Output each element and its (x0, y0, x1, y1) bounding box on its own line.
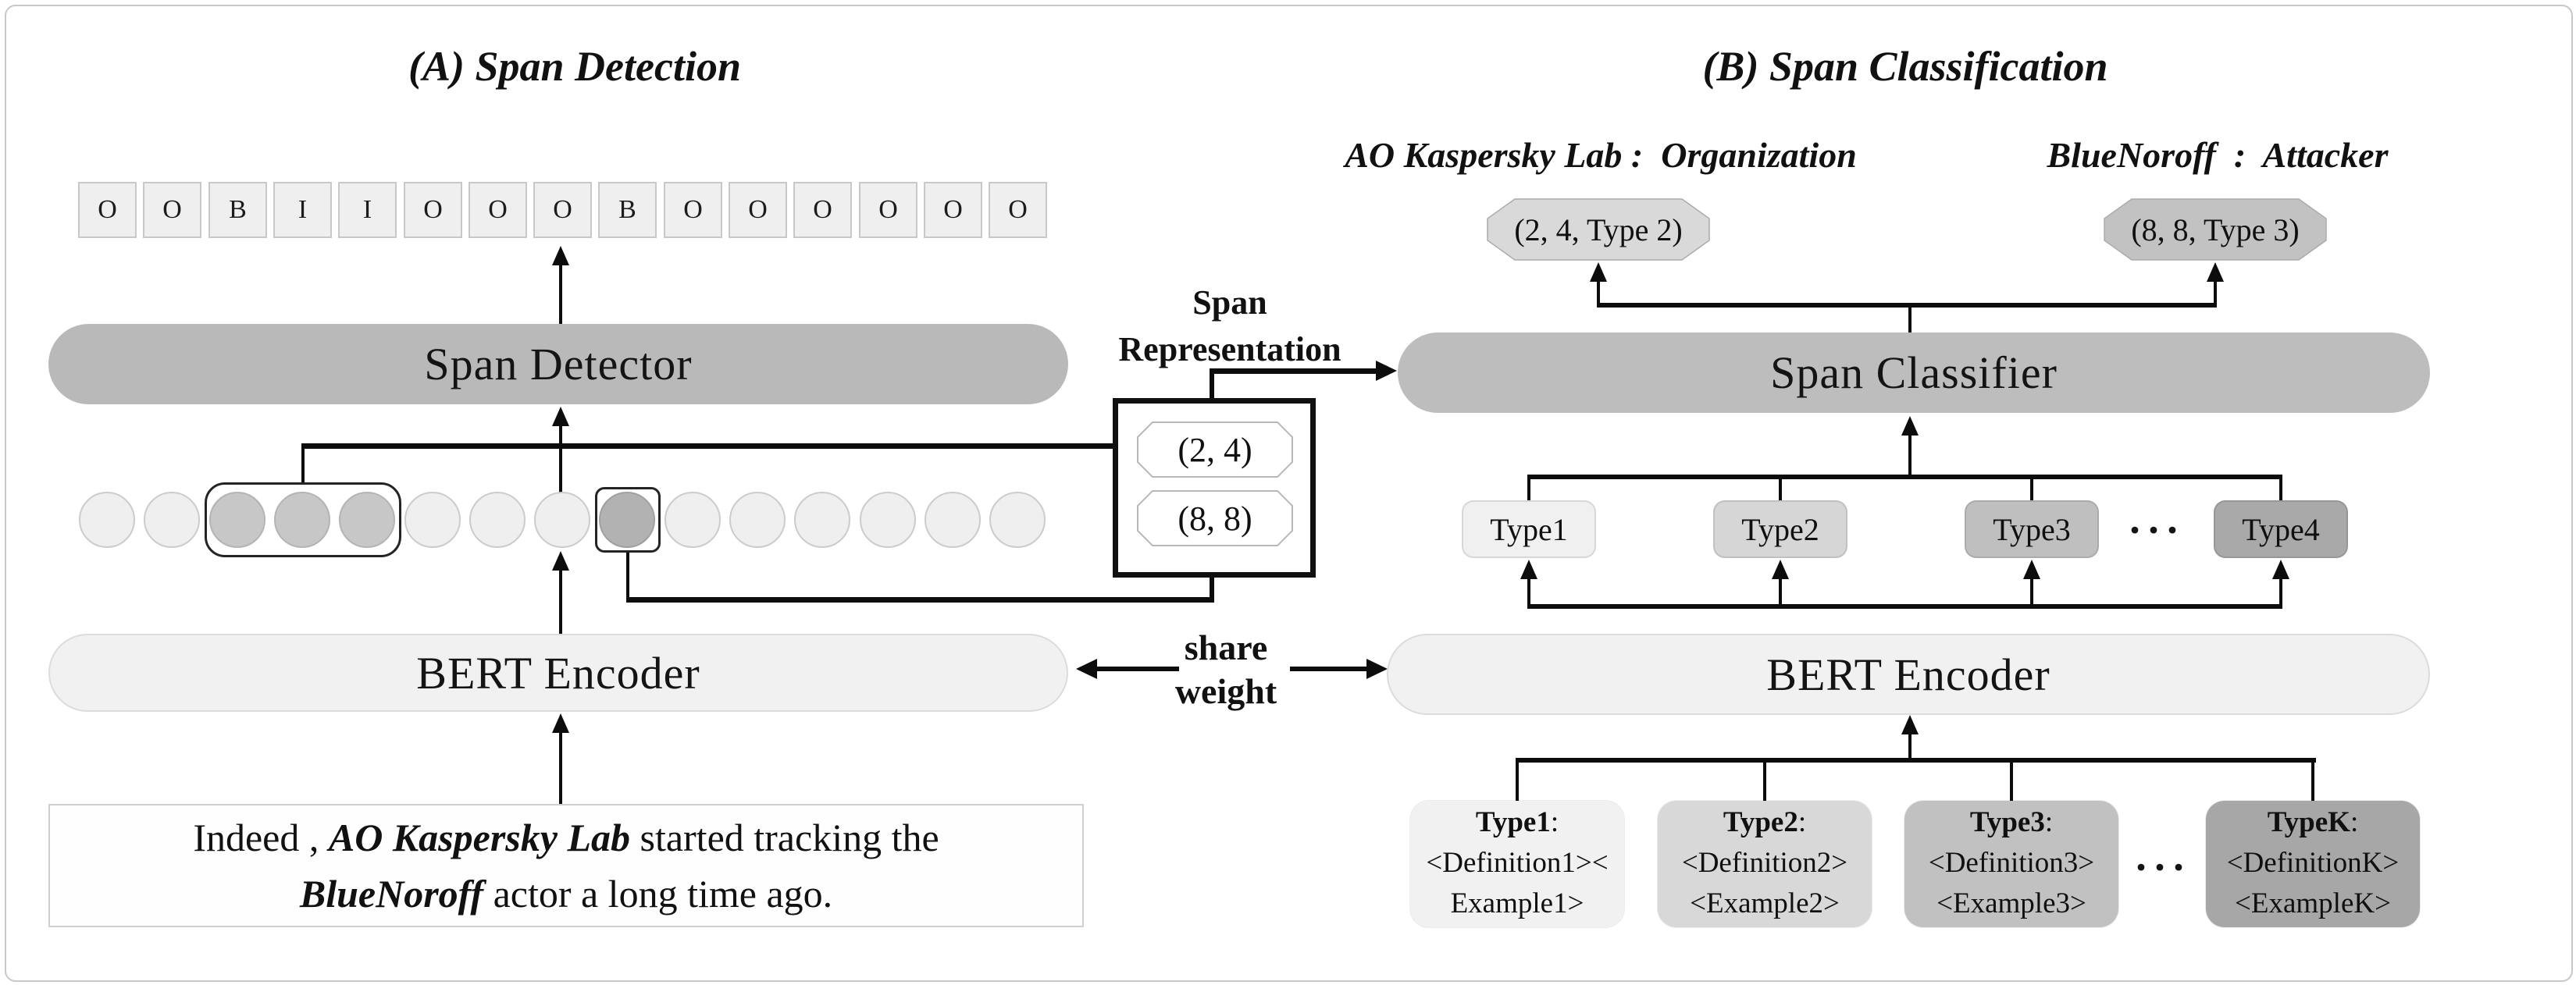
span-tuple-octagon: (2, 4) (1137, 421, 1293, 478)
prediction-organization: AO Kaspersky Lab : Organization (1345, 135, 1857, 175)
bio-tag-cell: O (143, 182, 201, 238)
type-label-box: Type2 (1713, 500, 1847, 558)
bio-tag-cell: O (793, 182, 852, 238)
bert-encoder-right-label: BERT Encoder (1766, 649, 2050, 700)
bert-encoder-left-label: BERT Encoder (416, 647, 700, 699)
share-weight-arrow-right (1366, 659, 1388, 679)
token-embedding-circle (664, 492, 721, 548)
sentence-line-2: BlueNoroff actor a long time ago. (299, 872, 833, 916)
entity-bluenoroff: BlueNoroff (299, 872, 484, 916)
arrow-sentence-to-bert (552, 713, 569, 733)
panel-a-title: (A) Span Detection (408, 43, 741, 90)
type-label-box: Type3 (1965, 500, 2099, 558)
type-definition-box: Type1: <Definition1>< Example1> (1410, 801, 1624, 927)
token-embedding-circle (925, 492, 981, 548)
bio-tag-cell: O (989, 182, 1047, 238)
detected-span-outline-88 (595, 487, 661, 553)
type-definition-box: Type2: <Definition2> <Example2> (1658, 801, 1872, 927)
rep-to-classifier-connector (1210, 373, 1214, 398)
bio-tag-cell: I (338, 182, 397, 238)
token-embedding-circle (274, 492, 330, 548)
token-embedding-circle (794, 492, 850, 548)
bio-tag-cell: I (273, 182, 332, 238)
arrow-bert-to-type (2272, 560, 2289, 579)
figure-border (5, 5, 2573, 982)
arrow-bert-to-type (1520, 560, 1537, 579)
span-result-hexagon: (2, 4, Type 2) (1487, 198, 1710, 261)
span-representation-label: Span Representation (1118, 283, 1341, 368)
type-definition-box: Type3: <Definition3> <Example3> (1904, 801, 2118, 927)
span-tuple-octagon: (8, 8) (1137, 490, 1293, 546)
arrow-defs-to-bert (1901, 715, 1919, 734)
type-row-ellipsis: ··· (2127, 507, 2185, 553)
span-result-hexagon: (8, 8, Type 3) (2104, 198, 2327, 261)
classifier-output-fan (1597, 303, 2217, 308)
token-embedding-circle (989, 492, 1046, 548)
type-fan-upper (1527, 475, 2282, 479)
type-label-box: Type4 (2214, 500, 2348, 558)
definition-row-ellipsis: ··· (2133, 844, 2191, 891)
arrow-to-result-hexagon-1 (1590, 262, 1607, 282)
bert-encoder-left-bar: BERT Encoder (48, 634, 1068, 712)
bio-tag-cell: O (404, 182, 462, 238)
token-embedding-circle (534, 492, 590, 548)
type-fan-lower (1527, 604, 2282, 609)
bert-encoder-right-bar: BERT Encoder (1387, 634, 2430, 715)
token-embedding-circle (729, 492, 786, 548)
span88-connector (626, 553, 629, 601)
bio-tag-cell: O (664, 182, 722, 238)
bio-tag-cell: O (469, 182, 527, 238)
arrow-bert-to-type (2023, 560, 2040, 579)
definition-fan (1516, 758, 2316, 763)
span-detector-label: Span Detector (424, 339, 693, 389)
sentence-line-1: Indeed , AO Kaspersky Lab started tracki… (193, 816, 939, 859)
bio-tag-cell: O (859, 182, 917, 238)
arrow-types-to-classifier (1901, 416, 1919, 436)
bio-tag-cell: B (598, 182, 657, 238)
span-detector-bar: Span Detector (48, 324, 1068, 404)
share-weight-label: share weight (1174, 628, 1277, 711)
prediction-attacker: BlueNoroff : Attacker (2047, 135, 2389, 175)
share-weight-arrow-left (1076, 659, 1097, 679)
type-label-box: Type1 (1462, 500, 1596, 558)
span-classifier-bar: Span Classifier (1398, 332, 2430, 413)
detected-span-outline-24 (205, 482, 401, 557)
token-embedding-circle (79, 492, 135, 548)
token-embedding-circle (860, 492, 916, 548)
bio-tag-cell: O (924, 182, 982, 238)
bio-tag-cell: O (533, 182, 592, 238)
token-embedding-circle (469, 492, 526, 548)
span24-connector (301, 449, 305, 482)
bio-tag-cell: B (208, 182, 267, 238)
token-embedding-circle (144, 492, 200, 548)
token-embedding-circle (599, 492, 655, 548)
entity-ao-kaspersky: AO Kaspersky Lab (328, 816, 630, 859)
token-embedding-circle (404, 492, 461, 548)
panel-b-title: (B) Span Classification (1702, 43, 2108, 90)
arrow-to-result-hexagon-2 (2207, 262, 2224, 282)
type-definition-box: TypeK: <DefinitionK> <ExampleK> (2206, 801, 2420, 927)
arrow-bert-to-detector (552, 407, 569, 426)
bio-tag-cell: O (78, 182, 137, 238)
bio-tag-cell: O (729, 182, 787, 238)
arrow-bert-to-type (1772, 560, 1789, 579)
span-classifier-label: Span Classifier (1770, 347, 2058, 398)
arrow-detector-to-tags (552, 246, 569, 265)
input-sentence-box: Indeed , AO Kaspersky Lab started tracki… (48, 804, 1084, 927)
